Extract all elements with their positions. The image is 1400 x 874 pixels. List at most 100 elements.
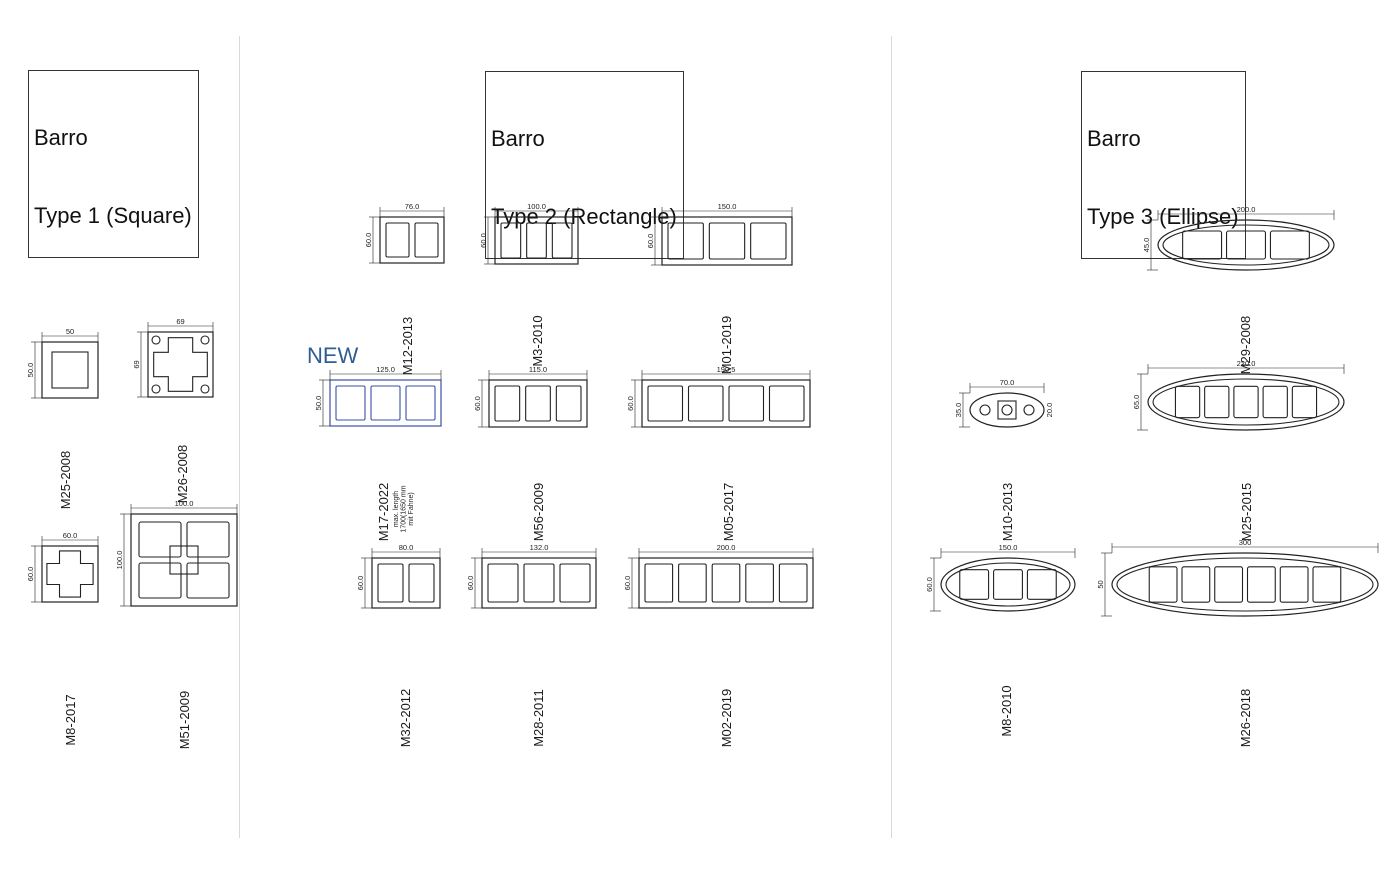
profile-chamber	[768, 385, 805, 422]
height-dimension-label: 60.0	[626, 396, 635, 411]
profile-chamber	[1262, 385, 1288, 419]
profile-outline	[1147, 373, 1345, 431]
profile-outline	[1111, 552, 1379, 617]
profile-outline	[1157, 219, 1335, 271]
width-dimension-label: 150.0	[718, 202, 737, 211]
profile-chamber	[551, 222, 573, 259]
profile-chamber	[678, 563, 707, 603]
center-hole	[1001, 404, 1013, 416]
profile-chamber	[745, 563, 774, 603]
profile-code-label: M02-2019	[719, 689, 734, 748]
profile-code-label: M25-2015	[1239, 483, 1254, 542]
profile-code-label: M51-2009	[177, 691, 192, 750]
width-dimension-label: 300	[1239, 538, 1252, 547]
profile-outline	[638, 557, 814, 609]
profile-m8-2010: 150.060.0M8-2010	[925, 543, 1076, 737]
profile-chamber	[414, 222, 439, 258]
profile-chamber	[997, 400, 1017, 420]
profile-chamber	[335, 385, 366, 421]
profile-code-label: M3-2010	[530, 315, 545, 366]
section-title-type3: Barro Type 3 (Ellipse)	[1081, 71, 1246, 259]
new-badge: NEW	[307, 343, 359, 368]
height-dimension-label: 50.0	[314, 396, 323, 411]
height-dimension-label: 45.0	[1142, 238, 1151, 253]
profile-chamber	[153, 337, 208, 392]
profile-chamber	[1204, 385, 1230, 419]
profile-note: 1700(1650 mm	[401, 485, 408, 532]
height-dimension-label: 60.0	[473, 396, 482, 411]
profile-code-label: M05-2017	[721, 483, 736, 542]
profile-code-label: M32-2012	[398, 689, 413, 748]
profile-code-label: M17-2022	[376, 483, 391, 542]
height-dimension-label: 60.0	[26, 567, 35, 582]
width-dimension-label: 200.0	[1237, 205, 1256, 214]
width-dimension-label: 200.0	[717, 543, 736, 552]
profile-code-label: M8-2017	[63, 694, 78, 745]
profile-chamber	[138, 562, 182, 599]
profile-chamber	[993, 569, 1023, 600]
profile-chamber	[487, 563, 519, 603]
profile-chamber	[1214, 566, 1244, 603]
profile-chamber	[523, 563, 555, 603]
height-dimension-label: 35.0	[954, 403, 963, 418]
profile-chamber	[1246, 566, 1276, 603]
profile-code-label: M26-2008	[175, 445, 190, 504]
profile-chamber	[500, 222, 522, 259]
profile-chamber	[186, 562, 230, 599]
profile-chamber	[1269, 230, 1310, 260]
profile-chamber	[494, 385, 521, 422]
profile-chamber	[377, 563, 404, 603]
profile-outline	[41, 341, 99, 399]
profile-chamber	[644, 563, 674, 603]
profile-code-label: M10-2013	[1000, 483, 1015, 542]
profile-inner-outline	[1116, 557, 1374, 612]
section-title-line1: Barro	[34, 125, 88, 150]
width-dimension-label: 125.0	[376, 365, 395, 374]
height-dimension-label: 60.0	[646, 234, 655, 249]
height-dimension-label: 100.0	[115, 551, 124, 570]
profile-chamber	[1291, 385, 1318, 419]
profile-outline	[147, 331, 214, 398]
profile-chamber	[370, 385, 401, 421]
profile-chamber	[711, 563, 741, 603]
section-title-line1: Barro	[1087, 126, 1141, 151]
width-dimension-label: 115.0	[529, 365, 547, 374]
profile-chamber	[750, 222, 787, 260]
profile-chamber	[708, 222, 746, 260]
profile-outline	[481, 557, 597, 609]
width-dimension-label: 76.0	[405, 202, 420, 211]
height-dimension-label: 60.0	[479, 233, 488, 248]
profile-outline	[641, 379, 811, 428]
height-dimension-label: 60.0	[925, 577, 934, 592]
profile-inner-outline	[1152, 378, 1340, 426]
profile-chamber	[559, 563, 591, 603]
width-dimension-label: 60.0	[63, 531, 78, 540]
profile-inner-outline	[1162, 224, 1330, 266]
profile-chamber	[778, 563, 808, 603]
profile-chamber	[728, 385, 765, 422]
profile-chamber	[1233, 385, 1259, 419]
pin-hole	[979, 404, 991, 416]
profile-m3-2010: 100.060.0M3-2010	[479, 202, 579, 367]
width-dimension-label: 50	[66, 327, 74, 336]
profile-chamber	[526, 222, 547, 259]
width-dimension-label: 220.0	[1237, 359, 1256, 368]
height-dimension-label: 50.0	[26, 363, 35, 378]
profile-chamber	[687, 385, 724, 422]
height-dimension-label: 60.0	[356, 576, 365, 591]
profile-outline	[969, 392, 1045, 428]
profile-code-label: M29-2008	[1238, 316, 1253, 375]
screw-hole	[151, 335, 161, 345]
profile-chamber	[959, 569, 990, 600]
profile-chamber	[186, 521, 230, 558]
profile-code-label: M8-2010	[999, 685, 1014, 736]
profile-chamber	[1225, 230, 1267, 260]
